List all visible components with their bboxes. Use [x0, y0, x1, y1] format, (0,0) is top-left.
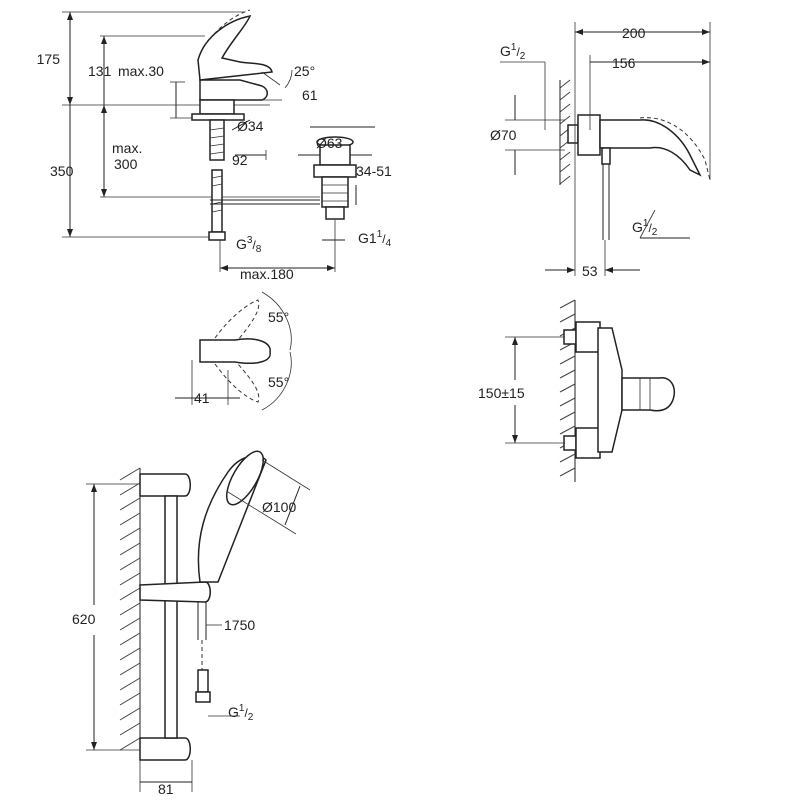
- diameter-63-label: Ø63: [316, 135, 343, 151]
- shower-set-drawing: 620 Ø100 1750 G1/2 81: [72, 450, 311, 797]
- dim-200-label: 200: [622, 25, 646, 41]
- spout-61-label: 61: [302, 87, 318, 103]
- shower-mixer-front-drawing: 150±15: [478, 299, 676, 482]
- height-350-label: 350: [50, 163, 74, 179]
- thread-bottom-g12-label: G1/2: [632, 218, 658, 238]
- diameter-100-label: Ø100: [262, 499, 296, 515]
- thread-g1-14-label: G11/4: [358, 229, 392, 249]
- diameter-34-label: Ø34: [237, 118, 264, 134]
- dim-156-label: 156: [612, 55, 636, 71]
- dim-620-label: 620: [72, 611, 96, 627]
- max-label: max.: [112, 140, 142, 156]
- angle-top-55-label: 55°: [268, 309, 289, 325]
- spout-max30-label: max.30: [118, 63, 164, 79]
- angle-25-label: 25°: [294, 63, 315, 79]
- dim-53-label: 53: [582, 263, 598, 279]
- hose-1750-label: 1750: [224, 617, 255, 633]
- angle-bottom-55-label: 55°: [268, 374, 289, 390]
- lever-top-view-drawing: 55° 55° 41: [175, 291, 292, 411]
- distance-92-label: 92: [232, 152, 248, 168]
- basin-mixer-drawing: 175 131 max.30 25° 61 Ø34 Ø63 max. 300 3…: [37, 9, 392, 282]
- max180-label: max.180: [240, 266, 294, 282]
- diameter-70-label: Ø70: [490, 127, 517, 143]
- depth-300-label: 300: [114, 156, 138, 172]
- dim-81-label: 81: [158, 781, 174, 797]
- height-131-label: 131: [88, 63, 112, 79]
- thread-top-g12-label: G1/2: [500, 42, 526, 62]
- range-34-51-label: 34-51: [356, 163, 392, 179]
- dim-41-label: 41: [194, 390, 210, 406]
- height-175-label: 175: [37, 51, 61, 67]
- shower-mixer-side-drawing: G1/2 200 156 Ø70 G1/2 53: [490, 22, 711, 279]
- dim-150-label: 150±15: [478, 385, 525, 401]
- thread-g12-label: G1/2: [228, 703, 254, 723]
- thread-g38-label: G3/8: [236, 235, 262, 255]
